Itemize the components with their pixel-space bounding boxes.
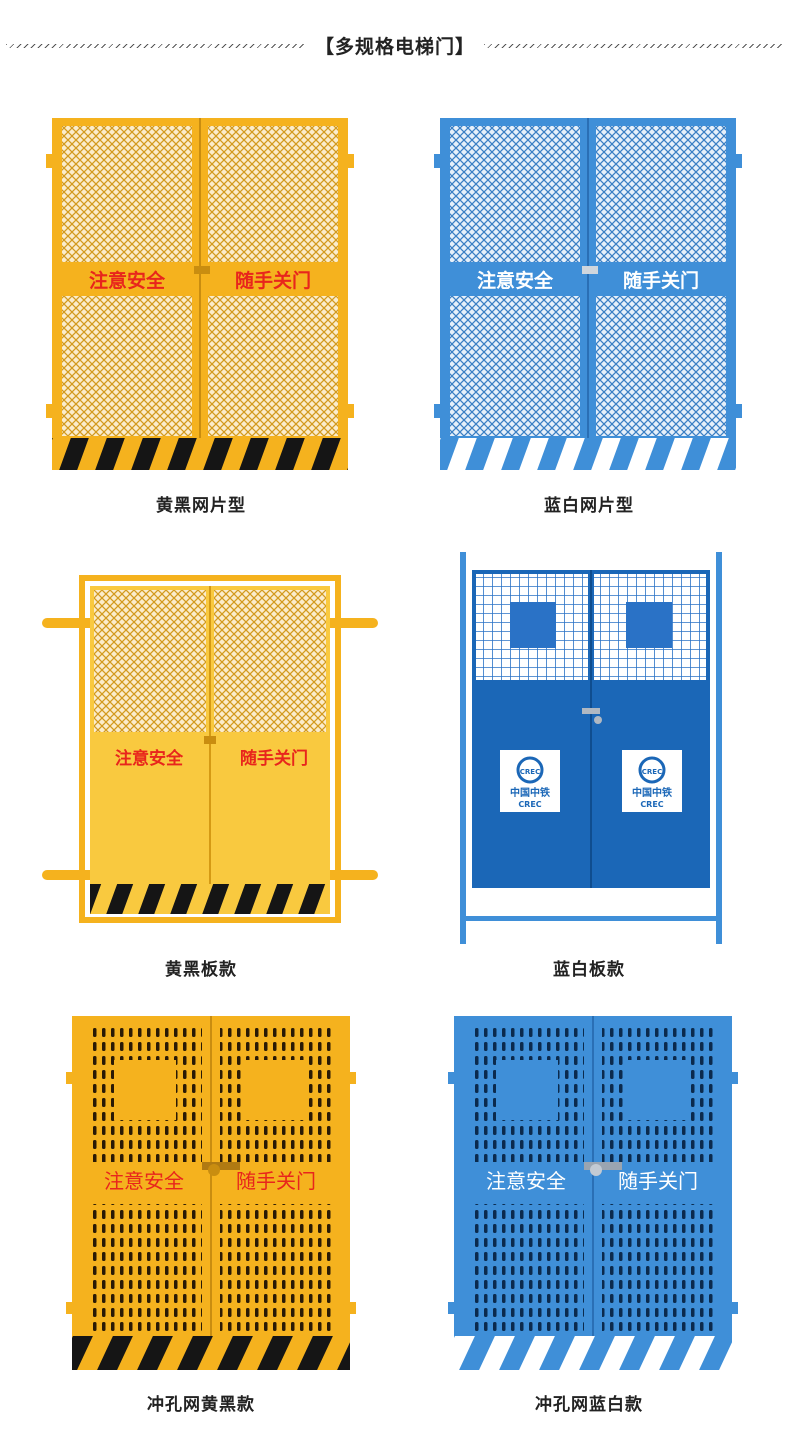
sign-right-text: 随手关门: [623, 269, 699, 292]
mesh-pane: [596, 126, 726, 262]
sign-left-text: 注意安全: [477, 269, 554, 292]
crec-logo: CREC 中国中铁 CREC: [622, 750, 682, 812]
mesh-pane: [62, 296, 192, 436]
product-image-blue-mesh: 注意安全 随手关门: [432, 116, 746, 472]
perforated-pane: [602, 1204, 714, 1332]
hazard-stripes: [454, 1336, 732, 1370]
mesh-pane: [94, 590, 206, 732]
svg-text:CREC: CREC: [518, 800, 541, 809]
perforated-pane: [220, 1204, 332, 1332]
mesh-pane: [208, 296, 338, 436]
sign-left-text: 注意安全: [89, 269, 166, 292]
hazard-stripes: [90, 884, 330, 914]
mesh-pane: [214, 590, 326, 732]
product-caption: 黄黑网片型: [156, 496, 246, 516]
product-image-yellow-perforated: 注意安全 随手关门: [64, 1012, 358, 1372]
hazard-stripes: [440, 438, 736, 470]
mesh-pane: [450, 126, 580, 262]
product-image-blue-plate: CREC 中国中铁 CREC CREC 中国中铁 CREC: [456, 550, 726, 946]
svg-text:CREC: CREC: [640, 800, 663, 809]
product-caption: 冲孔网蓝白款: [535, 1395, 643, 1415]
crec-logo: CREC 中国中铁 CREC: [500, 750, 560, 812]
mesh-pane: [62, 126, 192, 262]
sign-left-text: 注意安全: [115, 748, 184, 769]
section-title: 【多规格电梯门】: [314, 36, 475, 58]
sign-right-text: 随手关门: [236, 1169, 316, 1193]
product-image-yellow-mesh: 注意安全 随手关门: [44, 116, 358, 472]
product-caption: 冲孔网黄黑款: [147, 1395, 255, 1415]
sign-right-text: 随手关门: [235, 269, 311, 292]
sign-right-text: 随手关门: [240, 748, 308, 769]
mesh-pane: [450, 296, 580, 436]
svg-text:CREC: CREC: [642, 768, 662, 776]
mesh-pane: [208, 126, 338, 262]
svg-text:中国中铁: 中国中铁: [510, 786, 550, 799]
svg-text:中国中铁: 中国中铁: [632, 786, 672, 799]
svg-text:CREC: CREC: [520, 768, 540, 776]
perforated-pane: [472, 1204, 584, 1332]
hazard-stripes: [52, 438, 348, 470]
product-caption: 蓝白网片型: [544, 496, 634, 516]
header-divider-left: [6, 44, 306, 48]
perforated-pane: [90, 1204, 202, 1332]
sign-left-text: 注意安全: [486, 1169, 566, 1193]
product-image-blue-perforated: 注意安全 随手关门: [446, 1012, 740, 1372]
sign-left-text: 注意安全: [104, 1169, 184, 1193]
section-header: 【多规格电梯门】: [0, 30, 790, 62]
product-caption: 黄黑板款: [165, 960, 237, 980]
sign-right-text: 随手关门: [618, 1169, 698, 1193]
header-divider-right: [484, 44, 784, 48]
product-caption: 蓝白板款: [553, 960, 625, 980]
product-image-yellow-plate: 注意安全 随手关门: [38, 574, 382, 924]
mesh-pane: [596, 296, 726, 436]
hazard-stripes: [72, 1336, 350, 1370]
